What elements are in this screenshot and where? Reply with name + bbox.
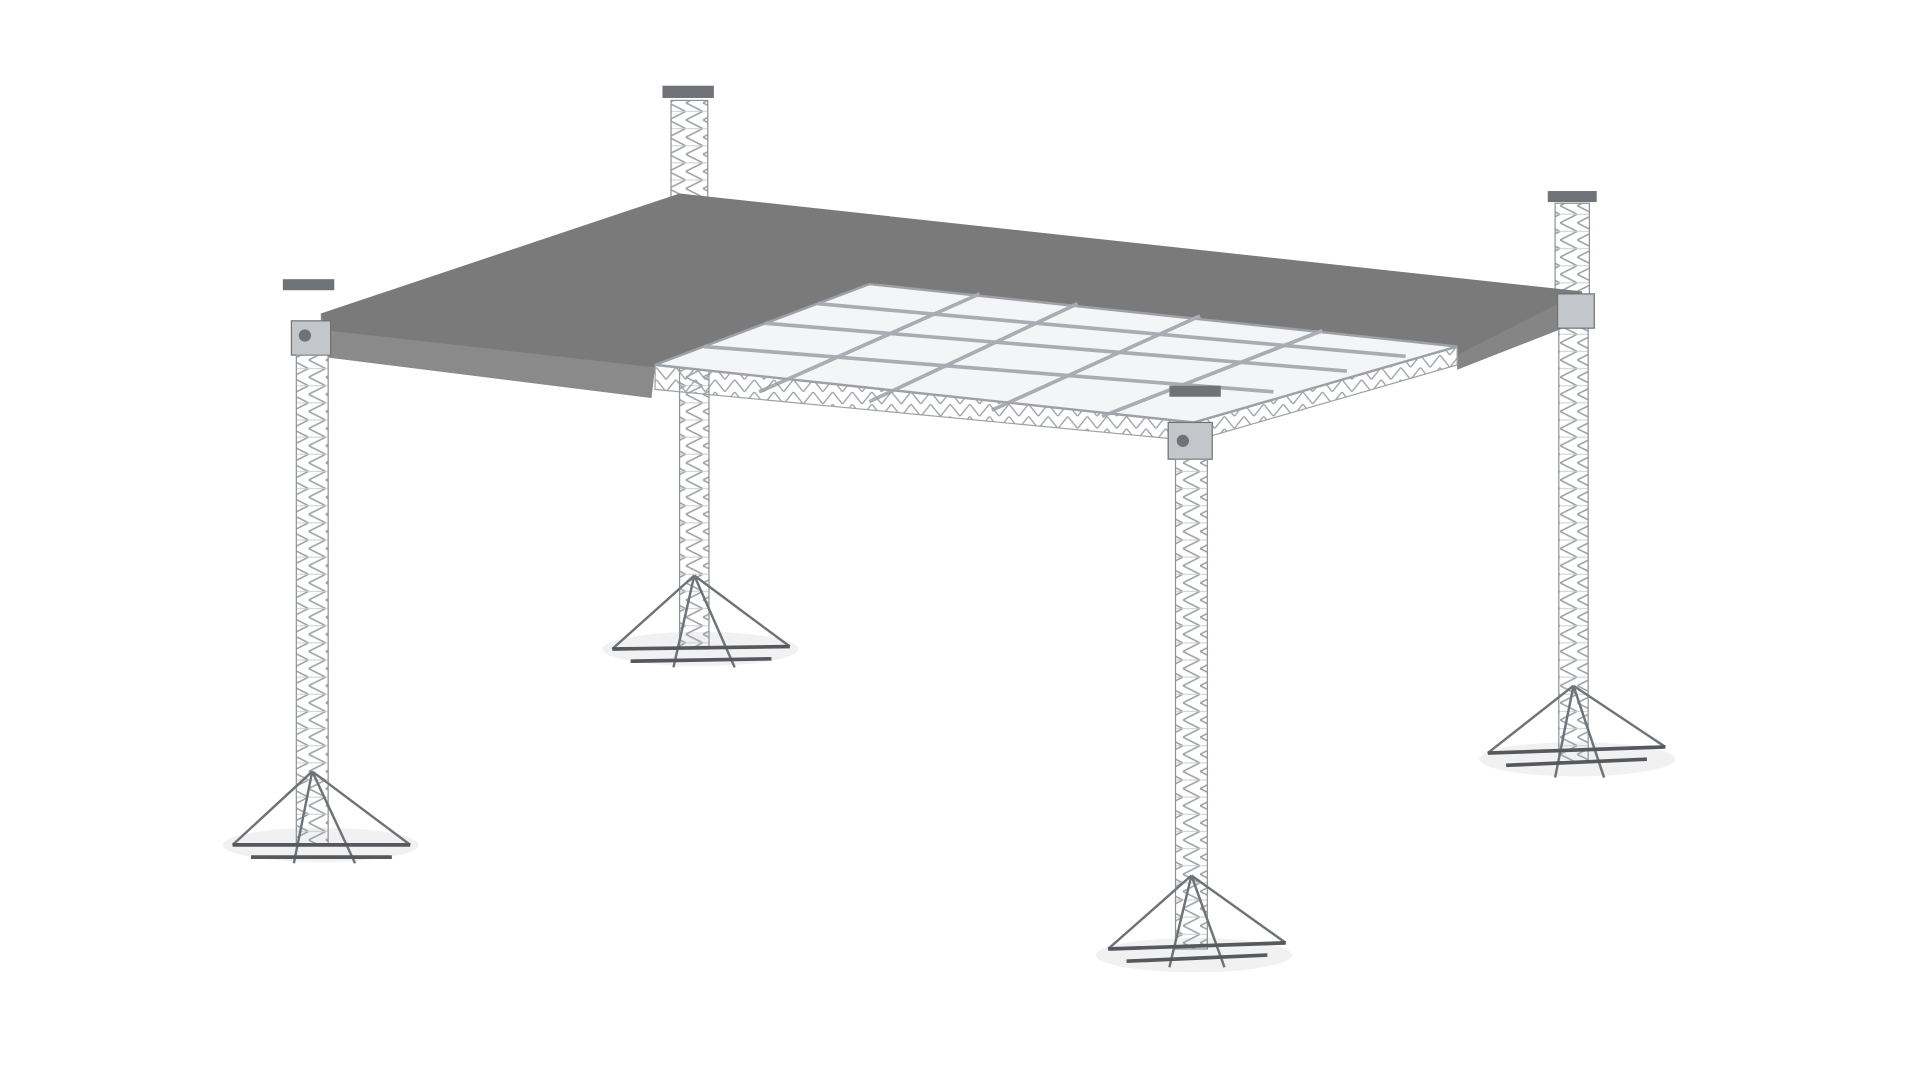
roof-cover-front-edge bbox=[320, 313, 656, 398]
tower-bases bbox=[231, 574, 1666, 968]
roof-truss-grid bbox=[654, 282, 1458, 442]
base-back-left bbox=[611, 574, 791, 668]
base-front-left bbox=[231, 770, 411, 864]
base-back-right bbox=[1486, 684, 1666, 778]
tower-back-right bbox=[1547, 191, 1597, 763]
tower-front-right bbox=[1167, 385, 1221, 950]
truss-corner-back-right bbox=[1556, 293, 1595, 329]
roof-cover-right-edge bbox=[1457, 291, 1583, 370]
base-front-right bbox=[1107, 874, 1287, 968]
tower-front-left bbox=[282, 279, 335, 846]
roof-cover bbox=[320, 193, 1583, 398]
floor-shadows bbox=[222, 631, 1676, 973]
